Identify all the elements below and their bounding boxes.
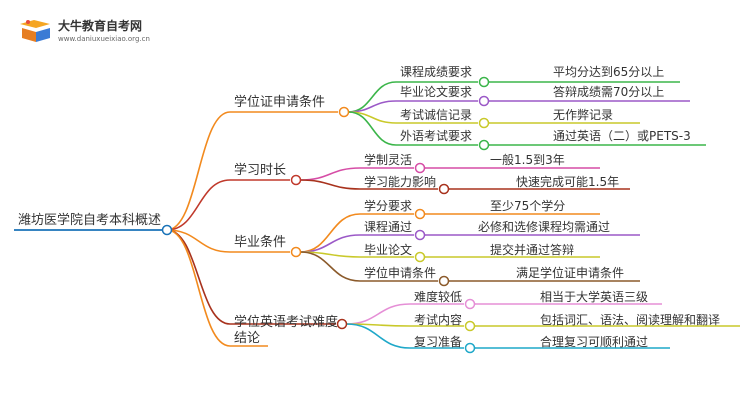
node-dot-2-0	[414, 208, 426, 220]
branch-dot-2	[290, 246, 302, 258]
link-3-0	[346, 303, 411, 325]
node-course-grade: 课程成绩要求	[400, 65, 473, 79]
root-link-4	[166, 229, 231, 347]
book-logo-icon	[20, 20, 50, 42]
node-credit-requirement: 学分要求	[364, 199, 413, 213]
branch-conclusion: 结论	[234, 331, 261, 346]
detail-review-preparation: 合理复习可顺利通过	[540, 335, 649, 349]
detail-course-grade: 平均分达到65分以上	[553, 65, 665, 79]
node-dot-1-0	[414, 162, 426, 174]
root-link-1	[166, 179, 231, 231]
branch-english-exam-difficulty: 学位英语考试难度	[234, 315, 339, 330]
branch-degree-conditions: 学位证申请条件	[234, 95, 326, 110]
root-link-2	[166, 229, 231, 253]
detail-credit-requirement: 至少75个学分	[490, 199, 566, 213]
node-dot-3-2	[464, 342, 476, 354]
node-foreign-language: 外语考试要求	[400, 129, 473, 143]
node-course-pass: 课程通过	[364, 220, 413, 234]
detail-flexible-schedule: 一般1.5到3年	[490, 153, 565, 167]
detail-exam-content: 包括词汇、语法、阅读理解和翻译	[540, 313, 721, 327]
node-dot-2-1	[414, 229, 426, 241]
node-exam-content: 考试内容	[414, 313, 463, 327]
node-dot-1-1	[438, 183, 450, 195]
link-0-0	[348, 81, 397, 113]
detail-course-pass: 必修和选修课程均需通过	[478, 220, 611, 234]
node-degree-application: 学位申请条件	[364, 266, 437, 280]
branch-dot-0	[338, 106, 350, 118]
node-flexible-schedule: 学制灵活	[364, 153, 413, 167]
node-dot-3-1	[464, 320, 476, 332]
link-1-1	[300, 179, 361, 190]
node-integrity-record: 考试诚信记录	[400, 108, 473, 122]
link-2-1	[300, 234, 361, 253]
node-dot-2-3	[438, 275, 450, 287]
detail-low-difficulty: 相当于大学英语三级	[540, 290, 649, 304]
node-low-difficulty: 难度较低	[414, 290, 463, 304]
node-dot-0-3	[478, 139, 490, 151]
node-graduation-thesis: 毕业论文	[364, 243, 413, 257]
logo-subtitle: www.daniuxueixiao.org.cn	[58, 35, 150, 43]
node-dot-0-2	[478, 117, 490, 129]
link-1-0	[300, 167, 361, 181]
branch-study-duration: 学习时长	[234, 163, 287, 178]
site-logo	[16, 18, 56, 44]
logo-title: 大牛教育自考网	[58, 19, 143, 33]
detail-degree-application: 满足学位证申请条件	[516, 266, 625, 280]
branch-graduation-conditions: 毕业条件	[234, 235, 287, 250]
node-learning-ability: 学习能力影响	[364, 175, 437, 189]
link-0-3	[348, 111, 397, 146]
node-thesis-requirement: 毕业论文要求	[400, 85, 473, 99]
node-dot-2-2	[414, 251, 426, 263]
root-dot	[161, 224, 173, 236]
branch-dot-1	[290, 174, 302, 186]
root-topic: 潍坊医学院自考本科概述	[18, 213, 162, 228]
link-2-0	[300, 213, 361, 253]
detail-thesis-requirement: 答辩成绩需70分以上	[553, 85, 665, 99]
node-dot-0-0	[478, 76, 490, 88]
link-2-3	[300, 251, 361, 282]
detail-integrity-record: 无作弊记录	[553, 108, 614, 122]
root-link-3	[166, 229, 231, 325]
root-link-0	[166, 111, 231, 231]
node-dot-0-1	[478, 95, 490, 107]
detail-learning-ability: 快速完成可能1.5年	[516, 175, 620, 189]
detail-foreign-language: 通过英语（二）或PETS-3	[553, 129, 691, 143]
node-dot-3-0	[464, 298, 476, 310]
node-review-preparation: 复习准备	[414, 335, 463, 349]
link-3-2	[346, 323, 411, 349]
detail-graduation-thesis: 提交并通过答辩	[490, 243, 575, 257]
branch-dot-3	[336, 318, 348, 330]
